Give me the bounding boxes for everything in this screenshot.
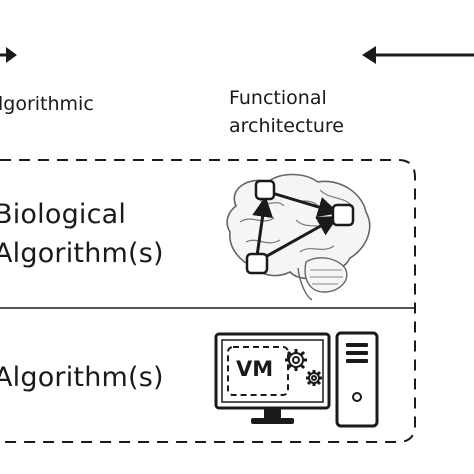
bottom-panel-label: Algorithm(s) (0, 362, 164, 393)
vm-label: VM (236, 357, 274, 381)
tower-pc-icon (335, 331, 379, 428)
monitor-icon (214, 332, 331, 424)
header-right-label-line2: architecture (229, 115, 344, 137)
header-left-label: lgorithmic (0, 93, 94, 115)
top-panel-label-line2: Algorithm(s) (0, 238, 164, 269)
left-arrow-icon (362, 46, 474, 64)
vm-box (227, 346, 289, 396)
double-arrow-icon (0, 47, 17, 63)
top-panel-label-line1: Biological (0, 199, 127, 230)
gear-icon (285, 349, 322, 386)
header-right-label-line1: Functional (229, 87, 327, 109)
dashed-frame (0, 159, 416, 443)
brain-network-icon (226, 173, 371, 301)
